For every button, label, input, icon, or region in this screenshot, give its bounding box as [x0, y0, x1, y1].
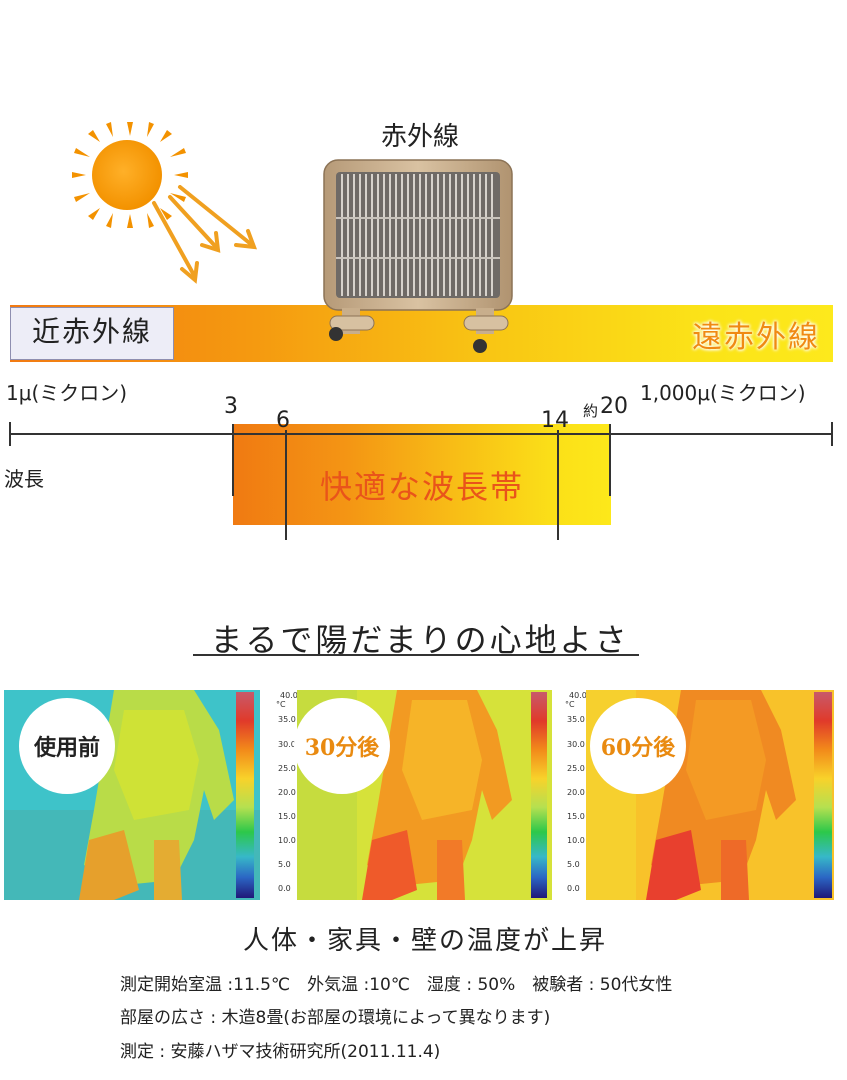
scale-value: 15.0 [278, 812, 296, 821]
tick-line-20 [609, 424, 611, 496]
sun-icon [72, 122, 188, 228]
scale-value: 30.0 [567, 740, 585, 749]
far-ir-label: 遠赤外線 [692, 320, 820, 355]
scale-value: 30.0 [278, 740, 296, 749]
ray-arrows-icon [152, 185, 258, 284]
axis-end-cap [831, 422, 833, 446]
scale-value: 0.0 [567, 884, 580, 893]
tick-label-20: 20 [600, 394, 628, 419]
scale-value: 40.0 [280, 691, 298, 700]
badge-30min: 30分後 [294, 698, 390, 794]
scale-value: 20.0 [278, 788, 296, 797]
wavelength-diagram: 赤外線 近赤外線 遠赤外線 [4, 122, 833, 540]
wavelength-axis [9, 433, 833, 435]
scale-value: 5.0 [278, 860, 291, 869]
scale-unit: °C [276, 700, 286, 709]
scale-value: 10.0 [567, 836, 585, 845]
scale-value: 35.0 [278, 715, 296, 724]
scale-value: 5.0 [567, 860, 580, 869]
scale-value: 15.0 [567, 812, 585, 821]
temperature-scale-2: °C 40.0 35.0 30.0 25.0 20.0 15.0 10.0 5.… [565, 690, 589, 900]
scale-value: 35.0 [567, 715, 585, 724]
temperature-scale-1: °C 40.0 35.0 30.0 25.0 20.0 15.0 10.0 5.… [276, 690, 300, 900]
section-title: まるで陽だまりの心地よさ [210, 621, 630, 659]
axis-label: 波長 [4, 467, 44, 491]
sun-disc [92, 140, 162, 210]
tick-line-14 [557, 430, 559, 540]
scale-value: 25.0 [567, 764, 585, 773]
badge-60min: 60分後 [590, 698, 686, 794]
tick-label-3: 3 [224, 394, 238, 419]
title-underline [193, 654, 639, 656]
tick-label-6: 6 [276, 408, 290, 433]
badge-before: 使用前 [19, 698, 115, 794]
panel-heater-image [323, 159, 513, 353]
scale-unit: °C [565, 700, 575, 709]
scale-value: 10.0 [278, 836, 296, 845]
thermo-image-30min [297, 690, 552, 900]
near-ir-box [10, 307, 174, 360]
comfort-band-label: 快適な波長帯 [319, 468, 524, 506]
scale-value: 20.0 [567, 788, 585, 797]
scale-value: 0.0 [278, 884, 291, 893]
near-ir-label: 近赤外線 [31, 315, 152, 348]
min-wavelength-label: 1μ(ミクロン) [6, 381, 128, 405]
comfort-band [233, 424, 611, 525]
tick-label-14: 14 [541, 408, 569, 433]
scale-value: 25.0 [278, 764, 296, 773]
tick-line-6 [285, 430, 287, 540]
heater-title: 赤外線 [380, 122, 459, 152]
max-wavelength-label: 1,000μ(ミクロン) [640, 381, 806, 405]
tick-prefix-approx: 約 [583, 402, 599, 420]
scale-value: 40.0 [569, 691, 587, 700]
note-conditions: 測定開始室温 :11.5℃ 外気温 :10℃ 湿度 : 50% 被験者 : 50… [120, 975, 673, 995]
temperature-rise-caption: 人体・家具・壁の温度が上昇 [242, 926, 607, 956]
note-room: 部屋の広さ : 木造8畳(お部屋の環境によって異なります) [120, 1008, 551, 1028]
tick-line-3 [232, 424, 234, 496]
axis-start-cap [9, 422, 11, 446]
note-source: 測定 : 安藤ハザマ技術研究所(2011.11.4) [120, 1042, 441, 1062]
